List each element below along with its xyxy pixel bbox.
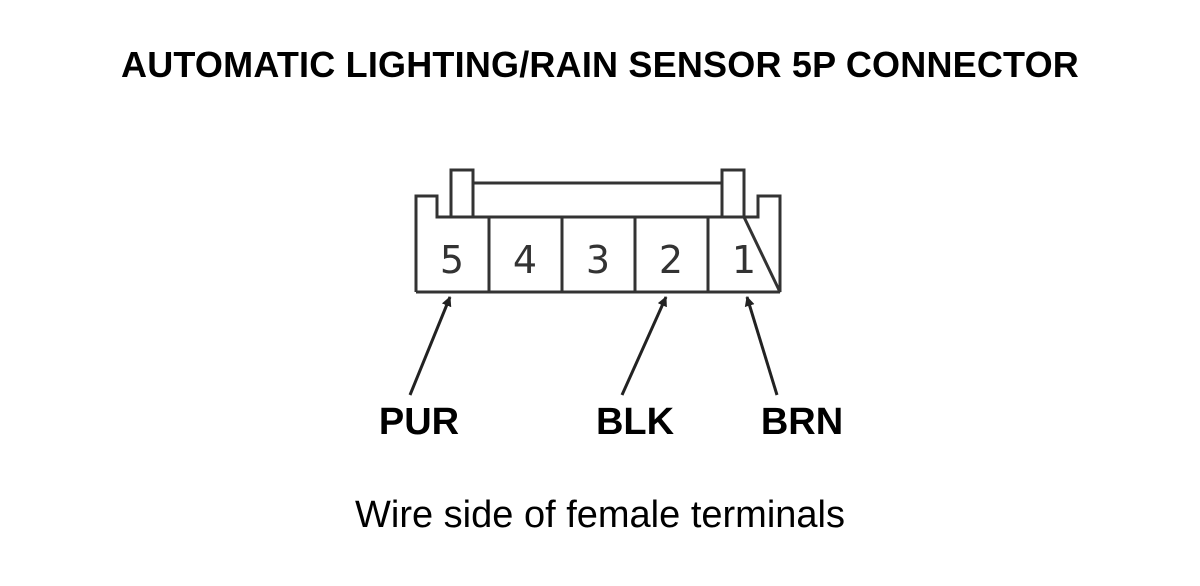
diagram-title: AUTOMATIC LIGHTING/RAIN SENSOR 5P CONNEC…	[121, 44, 1079, 85]
pin-numbers: 5 4 3 2 1	[440, 238, 756, 282]
leader-arrows	[408, 296, 779, 396]
pin-number-2: 2	[659, 238, 683, 282]
arrow-pur-to-pin-5	[408, 296, 452, 396]
arrow-brn-to-pin-1	[744, 296, 779, 396]
pin-number-3: 3	[586, 238, 610, 282]
wire-label-blk: BLK	[596, 401, 675, 443]
wire-label-pur: PUR	[379, 401, 459, 443]
pin-number-1: 1	[732, 238, 756, 282]
pin-number-5: 5	[440, 238, 464, 282]
pin-number-4: 4	[513, 238, 537, 282]
right-latch-post	[720, 168, 746, 217]
wire-labels: PUR BLK BRN	[379, 401, 843, 443]
arrow-blk-to-pin-2	[620, 296, 668, 396]
connector-housing	[414, 168, 782, 294]
diagram-caption: Wire side of female terminals	[355, 494, 845, 536]
wire-label-brn: BRN	[761, 401, 843, 443]
left-latch-post	[449, 168, 475, 217]
